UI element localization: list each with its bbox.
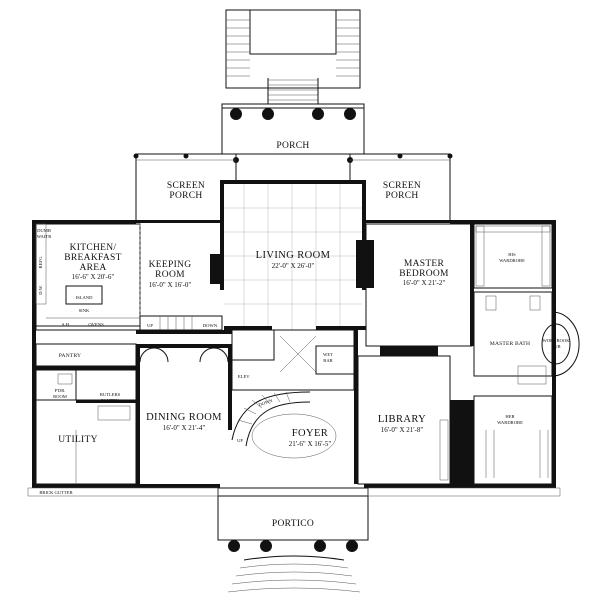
workbook-tub-label-2: TUB	[551, 344, 560, 349]
screen-porch-right	[349, 153, 453, 222]
powder-room-label-1: P'DR.	[55, 388, 66, 393]
his-wardrobe-label-2: WARDROBE	[499, 258, 525, 263]
porch-label: PORCH	[276, 141, 309, 151]
foyer-label: FOYER	[292, 428, 328, 439]
master-bath	[473, 291, 580, 385]
dining-room-label: DINING ROOM	[146, 412, 222, 423]
master-bedroom-label-1: MASTER	[404, 259, 445, 269]
porch	[221, 103, 365, 163]
butlers-pantry-label-2: PANTRY	[101, 398, 119, 403]
master-bedroom-dims: 16'-0" X 21'-2"	[403, 279, 446, 287]
sink-label: SINK	[79, 308, 90, 313]
library-dims: 16'-0" X 21'-8"	[381, 426, 424, 434]
foyer	[231, 329, 358, 484]
exterior-walls	[32, 180, 556, 488]
dumb-waiter-label-2: WAITR	[37, 234, 52, 239]
kitchen-label-3: AREA	[79, 263, 106, 273]
workbook-tub-label-1: WORKBOOK	[542, 338, 570, 343]
screen-porch-left	[133, 153, 237, 222]
portico-label: PORTICO	[272, 519, 314, 529]
service-area	[35, 343, 137, 485]
kitchen-area	[35, 223, 141, 331]
elevator-label: ELEV.	[238, 374, 250, 379]
his-wardrobe-label-1: HIS	[508, 252, 516, 257]
dining-room-dims: 16'-0" X 21'-4"	[163, 424, 206, 432]
elevator	[231, 329, 275, 361]
hers-wardrobe	[450, 395, 553, 485]
living-room-dims: 22'-0" X 26'-0"	[272, 262, 315, 270]
sh-label: S.H.	[62, 322, 70, 327]
dumb-waiter-label-1: DUMB	[37, 228, 51, 233]
screen-porch-left-label-2: PORCH	[169, 191, 202, 201]
wet-bar	[315, 345, 355, 375]
wet-bar-label-1: WET	[323, 352, 333, 357]
refrigerator-label: REFG.	[38, 256, 43, 269]
screen-porch-left-label-1: SCREEN	[167, 181, 205, 191]
library-label: LIBRARY	[378, 414, 426, 425]
portico	[217, 487, 369, 593]
library	[357, 346, 451, 485]
wet-bar-label-2: BAR	[323, 358, 333, 363]
brick-gutter-label: BRICK GUTTER	[39, 490, 73, 495]
keeping-room	[136, 254, 232, 334]
kitchen-island	[65, 285, 103, 305]
kitchen-label-1: KITCHEN/	[70, 243, 117, 253]
island-label: ISLAND	[76, 295, 94, 300]
stair-down-label: DOWN	[203, 323, 218, 328]
keeping-room-label-1: KEEPING	[149, 260, 192, 270]
brick-gutter	[27, 487, 561, 497]
screen-porch-right-label-1: SCREEN	[383, 181, 421, 191]
foyer-stair-up-label: UP	[237, 438, 243, 443]
dishwasher-label: D.W.	[38, 285, 43, 295]
ovens-label: OVENS	[88, 322, 104, 327]
powder-room-label-2: ROOM	[53, 394, 67, 399]
his-wardrobe	[473, 223, 553, 289]
stair-up-label: UP	[147, 323, 153, 328]
pantry-label: PANTRY	[59, 353, 81, 359]
keeping-room-dims: 16'-0" X 16'-0"	[149, 281, 192, 289]
foyer-stair-down-label: DOWN	[258, 398, 274, 408]
master-bath-label: MASTER BATH	[490, 341, 530, 347]
living-room-label: LIVING ROOM	[256, 250, 331, 261]
kitchen-dims: 16'-6" X 20'-6"	[72, 273, 115, 281]
keeping-room-label-2: ROOM	[155, 270, 185, 280]
utility-label: UTILITY	[58, 435, 98, 445]
living-room	[224, 184, 374, 330]
butlers-pantry-label-1: BUTLERS	[100, 392, 121, 397]
dining-room	[136, 344, 232, 484]
hers-wardrobe-label-1: HER	[505, 414, 515, 419]
master-bedroom-label-2: BEDROOM	[399, 269, 449, 279]
kitchen-label-2: BREAKFAST	[64, 253, 121, 263]
hers-wardrobe-label-2: WARDROBE	[497, 420, 523, 425]
rear-steps	[225, 9, 361, 104]
screen-porch-right-label-2: PORCH	[385, 191, 418, 201]
foyer-dims: 21'-6" X 16'-5"	[289, 440, 332, 448]
